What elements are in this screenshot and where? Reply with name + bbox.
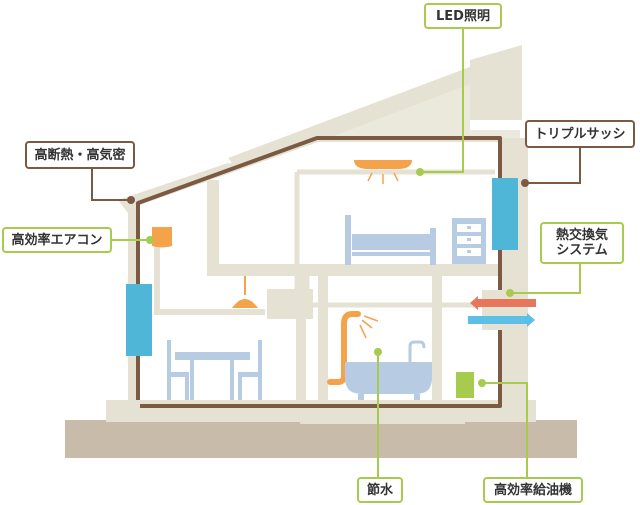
upper-floor-slab (207, 264, 498, 276)
shower-pipe (327, 311, 361, 385)
insulation-frame (136, 136, 502, 408)
label-boiler: 高効率給油機 (483, 477, 583, 503)
interior-wall-upper-left (207, 180, 219, 272)
callout-line-ventilation (512, 262, 581, 294)
roof-gable-wall (470, 45, 522, 120)
label-water-saving-text: 節水 (366, 482, 393, 498)
callout-line-boiler (482, 382, 528, 480)
callout-lines (91, 24, 581, 480)
label-ventilation-line2: システム (556, 243, 608, 258)
duct-aircon (154, 240, 265, 315)
label-ventilation-line1: 熱交換気 (555, 228, 608, 243)
label-water-saving: 節水 (357, 477, 403, 503)
label-aircon: 高効率エアコン (2, 227, 112, 253)
label-boiler-text: 高効率給油機 (493, 482, 572, 498)
window-right-upper (492, 178, 518, 250)
callout-line-led (420, 24, 464, 173)
interior-wall-bath-left (318, 270, 328, 404)
led-light (354, 160, 412, 169)
pendant-light (232, 299, 258, 308)
chest-of-drawers (452, 218, 486, 264)
callout-line-insulation (91, 168, 131, 201)
callout-line-triple-sash (525, 145, 581, 184)
boiler-unit (456, 372, 474, 398)
label-insulation: 高断熱・高気密 (25, 141, 135, 169)
callout-dots (127, 168, 529, 387)
label-led-text: LED照明 (436, 8, 490, 24)
heat-exchange-arrows (468, 296, 536, 327)
ventilation-unit (267, 289, 313, 319)
label-ventilation: 熱交換気 システム (540, 222, 624, 264)
label-led: LED照明 (424, 3, 502, 29)
bed (345, 215, 436, 265)
label-triple-sash: トリプルサッシ (525, 120, 635, 148)
dining-set (167, 340, 262, 400)
led-light-rays (367, 172, 399, 184)
roof-upper (240, 72, 520, 170)
bath-lower-wall (300, 400, 465, 424)
interior-wall-bath-right (432, 270, 442, 404)
label-aircon-text: 高効率エアコン (11, 232, 103, 248)
ground-slab (65, 420, 577, 458)
interior-wall-center (296, 270, 306, 404)
window-left-lower (126, 284, 152, 356)
aircon-unit (152, 227, 172, 248)
bathtub (345, 340, 432, 400)
shower-spray (359, 315, 379, 339)
label-insulation-text: 高断熱・高気密 (34, 147, 126, 163)
label-triple-sash-text: トリプルサッシ (534, 126, 626, 142)
